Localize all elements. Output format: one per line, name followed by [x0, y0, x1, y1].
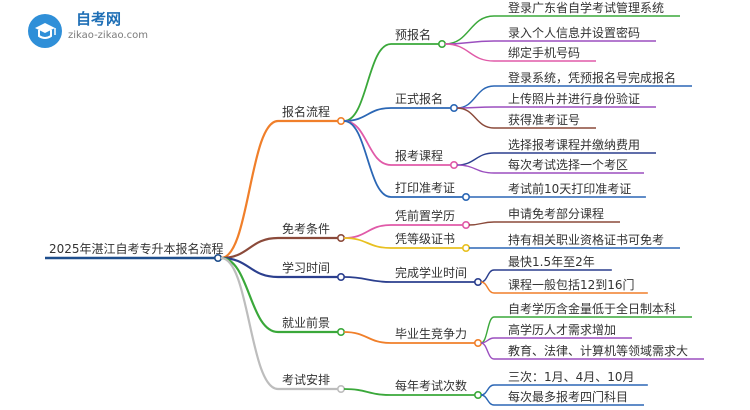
leaf-node-label: 录入个人信息并设置密码 — [508, 25, 640, 40]
leaf-node-label: 教育、法律、计算机等领域需求大 — [508, 343, 688, 358]
leaf-connector — [456, 152, 495, 166]
branch-node-dot — [336, 117, 345, 126]
child-node-label: 每年考试次数 — [395, 378, 467, 393]
leaf-connector — [480, 316, 495, 344]
leaf-connector — [468, 221, 495, 226]
leaf-node-label: 自考学历含金量低于全日制本科 — [508, 301, 676, 316]
leaf-connector — [444, 15, 495, 45]
child-node-label: 完成学业时间 — [395, 265, 467, 280]
child-node-dot — [449, 161, 458, 170]
leaf-connector — [480, 384, 495, 396]
leaf-connector — [480, 269, 495, 283]
child-connector — [343, 331, 392, 344]
leaf-connector — [456, 164, 495, 174]
child-node-dot — [473, 277, 482, 286]
child-connector — [343, 237, 392, 249]
leaf-node-label: 每次考试选择一个考区 — [508, 157, 628, 172]
leaf-node-label: 获得准考证号 — [508, 112, 580, 127]
leaf-node-label: 最快1.5年至2年 — [508, 255, 595, 269]
branch-connector — [220, 236, 279, 260]
leaf-node-label: 登录系统，凭预报名号完成报名 — [508, 70, 676, 85]
leaf-node-label: 三次：1月、4月、10月 — [508, 370, 635, 384]
child-node-dot — [461, 193, 470, 202]
child-node-label: 凭等级证书 — [395, 231, 455, 246]
leaf-node-label: 高学历人才需求增加 — [508, 322, 616, 337]
child-node-dot — [461, 244, 470, 253]
leaf-node-label: 上传照片并进行身份验证 — [508, 91, 640, 106]
branch-node-label: 报名流程 — [282, 104, 330, 119]
leaf-connector — [480, 337, 495, 344]
leaf-node-label: 申请免考部分课程 — [508, 206, 604, 221]
child-connector — [343, 43, 392, 122]
child-connector — [343, 388, 392, 396]
branch-node-dot — [336, 272, 345, 281]
branch-connector — [220, 256, 279, 334]
child-node-dot — [437, 39, 446, 48]
child-node-dot — [473, 390, 482, 399]
root-node-label: 2025年湛江自考专升本报名流程 — [49, 241, 224, 256]
child-node-dot — [449, 104, 458, 113]
child-node-label: 毕业生竞争力 — [395, 327, 467, 341]
leaf-connector — [480, 342, 495, 360]
logo-icon — [28, 14, 62, 48]
child-connector — [343, 120, 392, 198]
child-node-label: 报考课程 — [395, 148, 443, 163]
branch-node-dot — [336, 234, 345, 243]
branch-node-label: 免考条件 — [282, 221, 330, 236]
leaf-connector — [456, 107, 495, 129]
child-connector — [343, 276, 392, 283]
branch-node-label: 考试安排 — [282, 372, 330, 387]
child-node-label: 凭前置学历 — [395, 208, 455, 223]
leaf-node-label: 登录广东省自学考试管理系统 — [508, 0, 664, 15]
leaf-node-label: 每次最多报考四门科目 — [508, 389, 628, 404]
leaf-connector — [456, 85, 495, 109]
child-node-label: 预报名 — [395, 27, 431, 42]
branch-node-label: 就业前景 — [282, 315, 330, 330]
branch-connector — [220, 256, 279, 391]
leaf-node-label: 绑定手机号码 — [508, 45, 580, 60]
leaf-node-label: 考试前10天打印准考证 — [508, 181, 631, 196]
child-node-dot — [473, 338, 482, 347]
leaf-node-label: 持有相关职业资格证书可免考 — [508, 232, 664, 247]
logo-url: zikao-zikao.com — [68, 30, 148, 41]
branch-node-dot — [336, 384, 345, 393]
branch-node-dot — [336, 327, 345, 336]
leaf-connector — [444, 43, 495, 62]
logo-title: 自考网 — [76, 10, 122, 28]
child-connector — [343, 224, 392, 239]
child-node-dot — [461, 221, 470, 230]
leaf-connector — [480, 394, 495, 406]
leaf-node-label: 选择报考课程并缴纳费用 — [508, 137, 640, 152]
child-connector — [343, 107, 392, 122]
child-node-label: 打印准考证 — [395, 181, 455, 195]
child-node-label: 正式报名 — [395, 91, 443, 106]
branch-node-label: 学习时间 — [282, 260, 330, 275]
branch-connector — [220, 119, 279, 260]
leaf-connector — [480, 281, 495, 294]
root-node-dot — [214, 254, 223, 263]
leaf-node-label: 课程一般包括12到16门 — [508, 277, 635, 292]
